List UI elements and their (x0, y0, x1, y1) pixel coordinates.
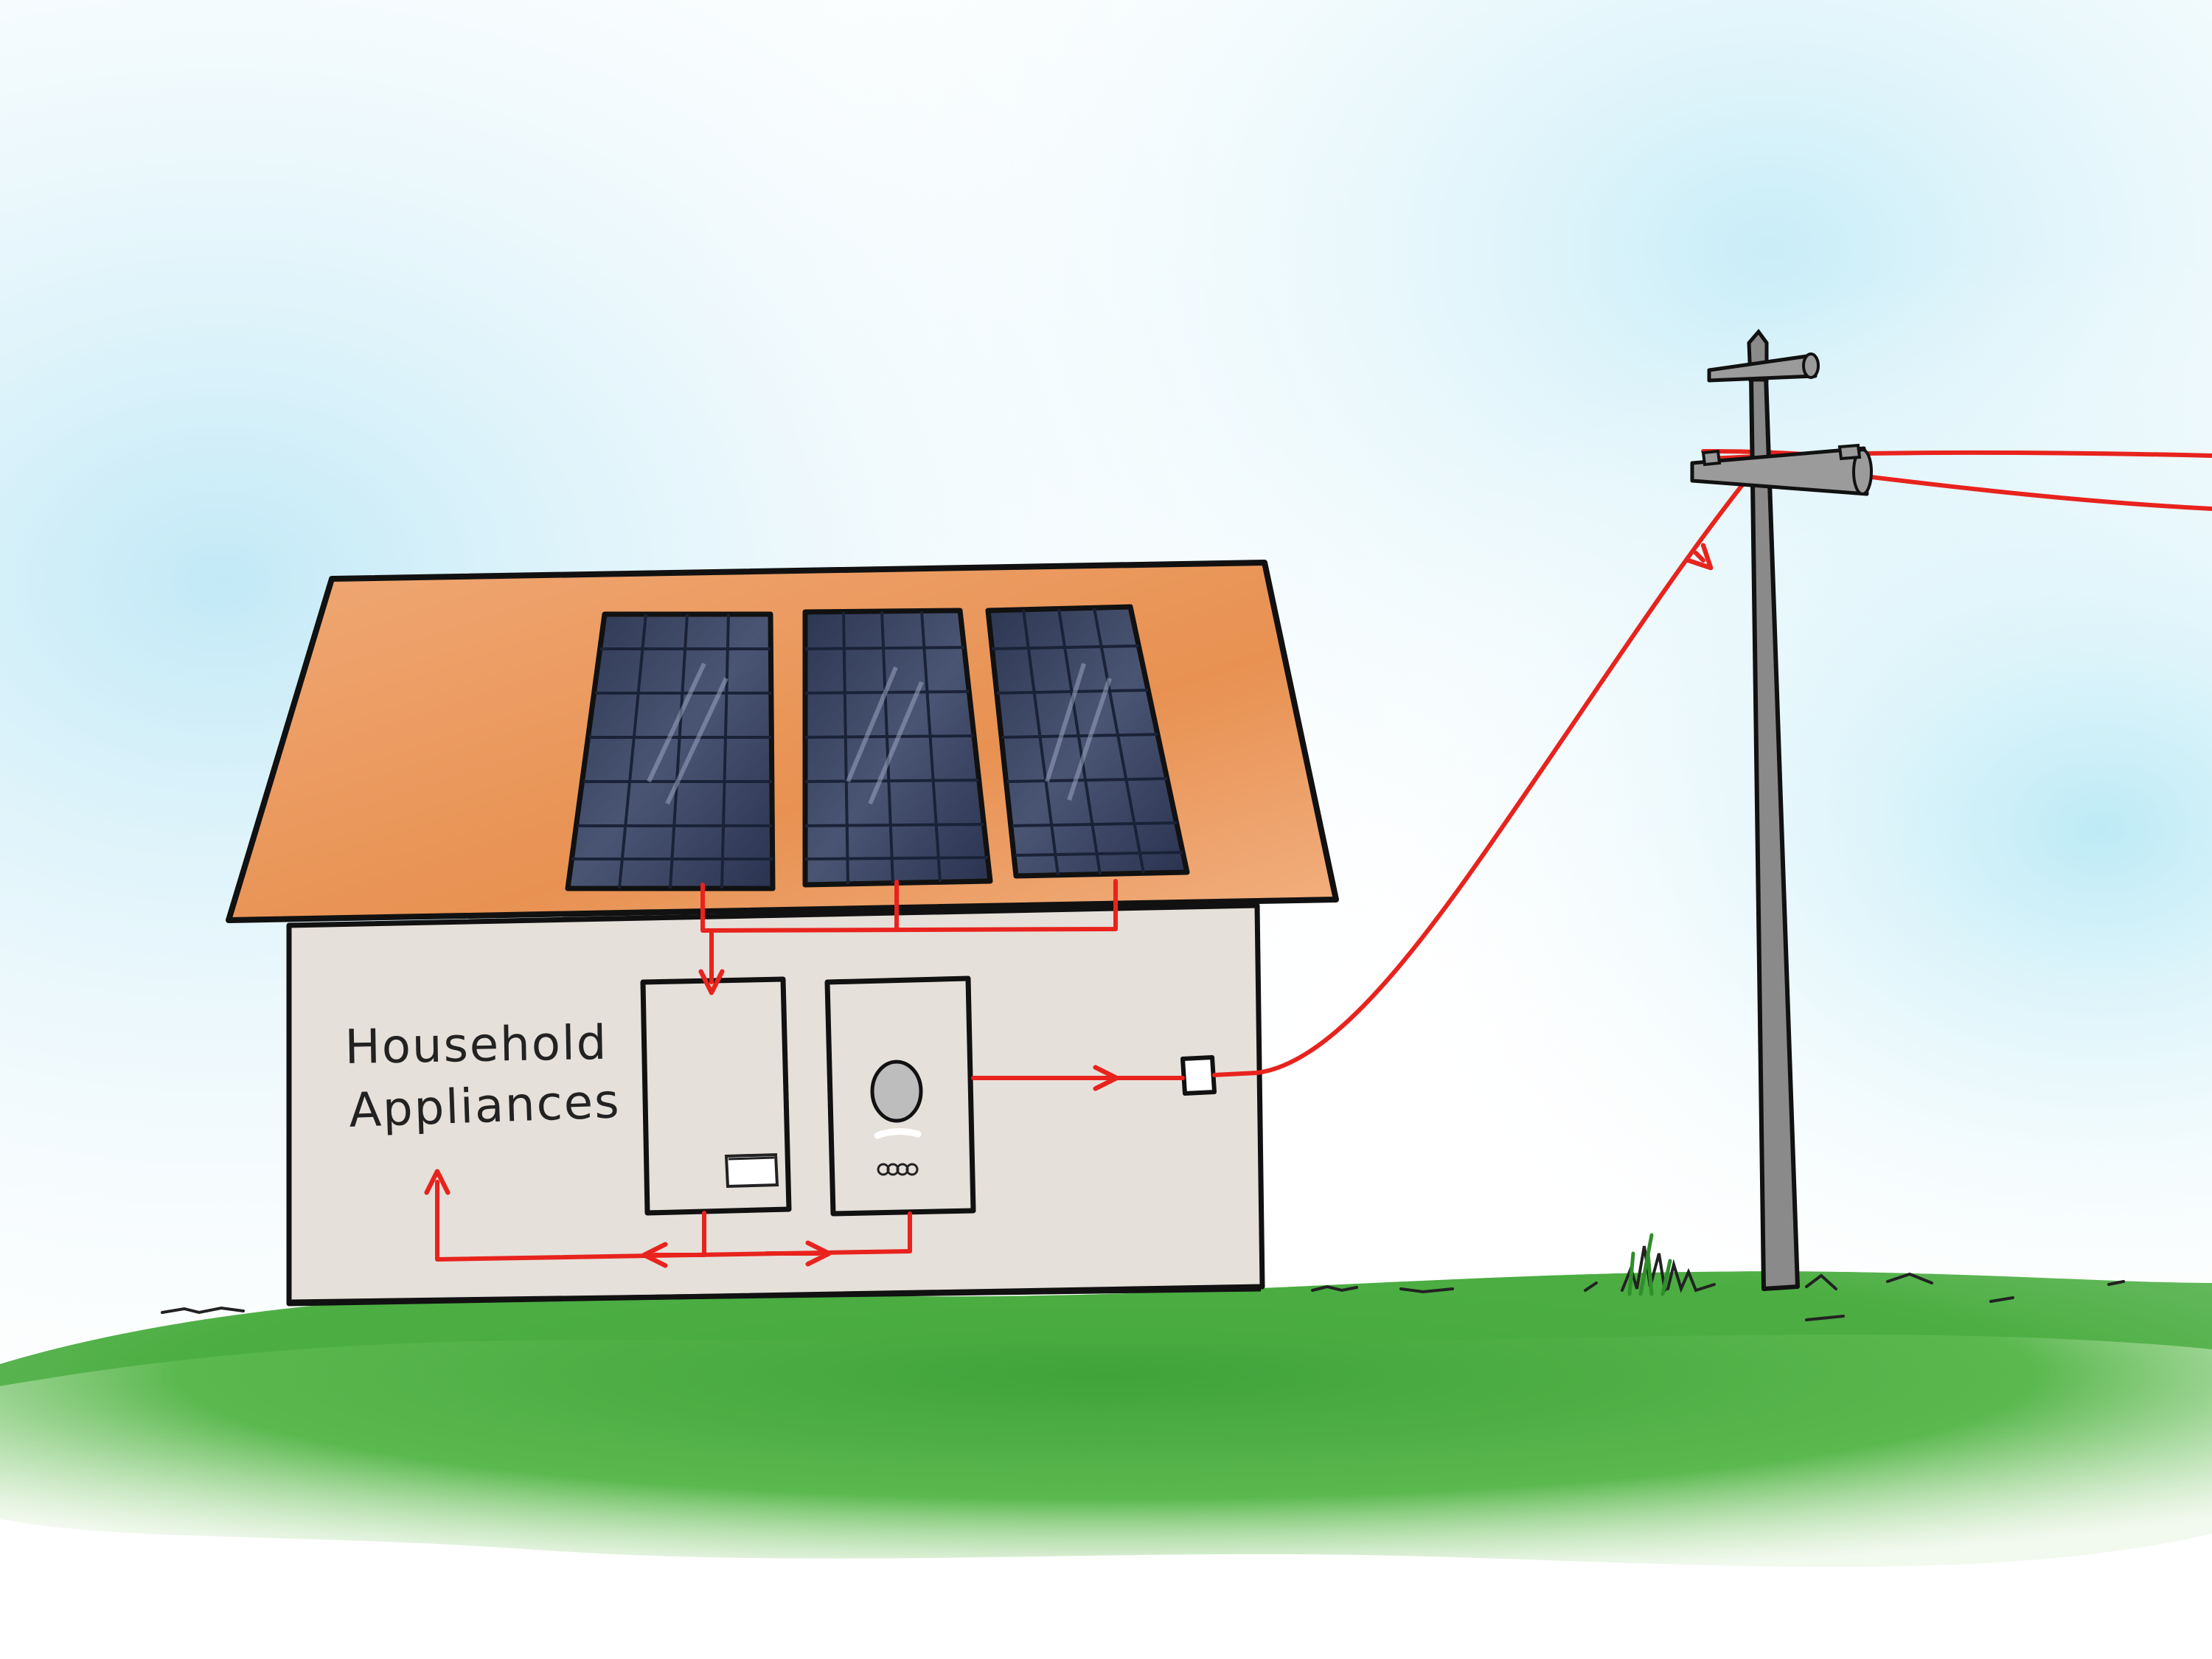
electric-meter-icon (824, 975, 976, 1217)
disconnect-switch-icon (1180, 1055, 1217, 1096)
solar-panel-icon (985, 604, 1190, 879)
grass-tufts (161, 1245, 2125, 1321)
panel-to-inverter-wire (700, 879, 1118, 933)
house: Household Appliances (226, 560, 1339, 1307)
grass-ground (0, 1271, 2212, 1567)
inverter-icon (640, 976, 792, 1216)
label-household: Household (344, 1016, 608, 1075)
label-appliances: Appliances (348, 1074, 622, 1138)
utility-pole-icon (1690, 328, 1873, 1291)
household-appliances-label: Household Appliances (344, 1016, 622, 1138)
service-drop-wire (1212, 462, 1761, 1077)
grass-blades (1627, 1233, 1672, 1296)
solar-panel-icon (565, 611, 776, 891)
solar-panel-icon (802, 608, 993, 888)
